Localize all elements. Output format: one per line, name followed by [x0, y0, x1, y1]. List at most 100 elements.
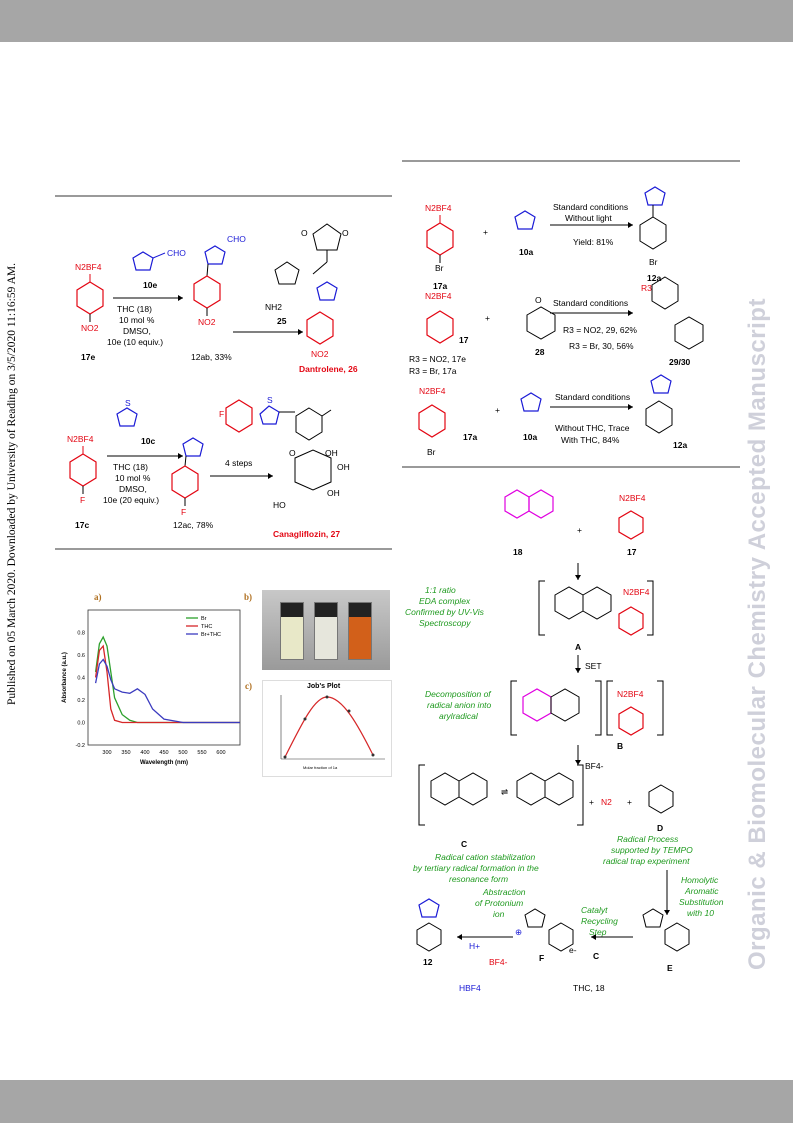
mech-e-minus: e-	[569, 945, 577, 955]
r2-plus: +	[485, 313, 490, 323]
r1-yield: Yield: 81%	[573, 237, 614, 247]
decomp-2: radical anion into	[427, 700, 492, 710]
furfural: CHO 10e	[132, 248, 186, 290]
mech-thc-label: 18	[513, 547, 523, 557]
y-tick-label-1: 0.0	[77, 721, 85, 727]
mech-d-label: D	[657, 823, 663, 833]
y-tick-label-0: -0.2	[76, 743, 85, 749]
series-line-br	[94, 635, 240, 724]
panel-c-label: c)	[245, 681, 252, 691]
rule-left-mid	[55, 548, 392, 550]
x-tick-label-6: 600	[216, 750, 225, 756]
panel-a-label: a)	[94, 592, 102, 602]
canagliflozin-label: Canagliflozin, 27	[273, 529, 340, 539]
sm-17e-bottom-label: NO2	[81, 323, 99, 333]
legend-entry-1: THC	[201, 624, 212, 630]
cond-bot-1: THC (18)	[113, 462, 148, 472]
y-tick-label-2: 0.2	[77, 698, 85, 704]
oh-1: OH	[325, 448, 338, 458]
hydantoin-25: NH2 25	[265, 261, 300, 326]
svg-text:S: S	[267, 395, 273, 405]
x-tick-label-2: 400	[140, 750, 149, 756]
recycle-3: Step	[589, 927, 607, 937]
sm-17c-bottom-label: F	[80, 495, 85, 505]
r2-cond: Standard conditions	[553, 298, 628, 308]
mech-c-label: C	[461, 839, 467, 849]
r2-y1: R3 = NO2, 29, 62%	[563, 325, 637, 335]
eda-3: Confirmed by UV-Vis	[405, 607, 485, 617]
jobs-curve	[280, 695, 385, 760]
abstract-3: ion	[493, 909, 505, 919]
product-12ab-cho: CHO	[227, 234, 246, 244]
jobs-xlabel: Molar fraction of 1a	[303, 765, 338, 770]
radical-1: Radical Process	[617, 834, 679, 844]
stabil-2: by tertiary radical formation in the	[413, 863, 539, 873]
rule-right-mid	[402, 466, 740, 468]
mech-c-recycle: C	[593, 951, 599, 961]
svg-text:O: O	[535, 295, 542, 305]
svg-text:O: O	[342, 228, 349, 238]
journal-watermark: Organic & Biomolecular Chemistry Accepte…	[744, 298, 771, 970]
svg-text:S: S	[125, 398, 131, 408]
legend-entry-2: Br+THC	[201, 632, 221, 638]
x-tick-label-3: 450	[159, 750, 168, 756]
r3-sm-bottom: Br	[427, 447, 436, 457]
mech-bf4: BF4-	[585, 761, 604, 771]
cond-bot-4: 10e (20 equiv.)	[103, 495, 159, 505]
canagliflozin-f-label: F	[219, 409, 224, 419]
svg-text:CHO: CHO	[167, 248, 186, 258]
mechanism: 18 + N2BF4 17 1:1 ratio EDA complex Conf…	[405, 489, 724, 993]
jobs-plot: c) Job's Plot Molar fraction of 1a	[245, 680, 392, 777]
reagent-10e: 10e	[143, 280, 157, 290]
dantrolene-label: Dantrolene, 26	[299, 364, 358, 374]
mech-hbf4: HBF4	[459, 983, 481, 993]
reagent-10c: 10c	[141, 436, 155, 446]
download-notice: Published on 05 March 2020. Downloaded b…	[6, 263, 18, 705]
r2-sm-top: N2BF4	[425, 291, 452, 301]
r3-cond: Standard conditions	[555, 392, 630, 402]
r1-product: 12a	[647, 273, 661, 283]
canagliflozin-27: F S O OH OH OH HO Canagliflozin, 27	[219, 395, 350, 539]
svg-text:F: F	[181, 507, 186, 517]
has-2: Aromatic	[684, 886, 719, 896]
header-band	[0, 0, 793, 42]
r1-sm-bottom: Br	[435, 263, 444, 273]
series-line-thc	[94, 644, 240, 724]
y-tick-label-4: 0.6	[77, 653, 85, 659]
oh-3: OH	[327, 488, 340, 498]
r1-plus: +	[483, 227, 488, 237]
r2-r3b: R3 = Br, 17a	[409, 366, 457, 376]
svg-text:⇌: ⇌	[501, 787, 509, 797]
r3-sm-top: N2BF4	[419, 386, 446, 396]
r3-sm-label: 17a	[463, 432, 477, 442]
mech-n2: N2	[601, 797, 612, 807]
legend-entry-0: Br	[201, 616, 207, 622]
rule-right-top	[402, 160, 740, 162]
r2-sm-label: 17	[459, 335, 469, 345]
y-tick-label-3: 0.4	[77, 676, 85, 682]
mech-a-n2bf4: N2BF4	[623, 587, 650, 597]
r1-sm-top: N2BF4	[425, 203, 452, 213]
mech-c-plus1: +	[589, 797, 594, 807]
sm-17c-top-label: N2BF4	[67, 434, 94, 444]
cond-top-4: 10e (10 equiv.)	[107, 337, 163, 347]
x-tick-label-1: 350	[121, 750, 130, 756]
mech-b-n2bf4: N2BF4	[617, 689, 644, 699]
mech-f-label: F	[539, 953, 544, 963]
has-3: Substitution	[679, 897, 724, 907]
mech-set: SET	[585, 661, 602, 671]
eda-4: Spectroscopy	[419, 618, 471, 628]
r1-reagent: 10a	[519, 247, 533, 257]
r2-reagent: 28	[535, 347, 545, 357]
stabil-3: resonance form	[449, 874, 508, 884]
r3-product: 12a	[673, 440, 687, 450]
sm-17e: N2BF4 NO2 17e	[75, 262, 104, 362]
r2-product: 29/30	[669, 357, 691, 367]
footer-band	[0, 1080, 793, 1123]
has-1: Homolytic	[681, 875, 719, 885]
ho-label: HO	[273, 500, 286, 510]
mech-12-label: 12	[423, 957, 433, 967]
recycle-2: Recycling	[581, 916, 618, 926]
mech-thc18: THC, 18	[573, 983, 605, 993]
r1-prod-br: Br	[649, 257, 658, 267]
